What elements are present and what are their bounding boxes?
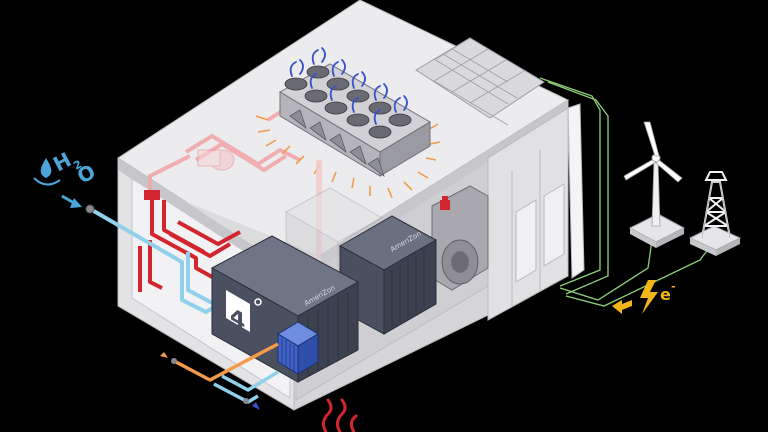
electric-flow-arrow-icon	[612, 300, 632, 314]
dry-cooler	[255, 47, 441, 199]
electron-charge: -	[671, 280, 676, 293]
lightning-icon	[640, 280, 658, 314]
electron-label: e	[660, 285, 671, 304]
logo-mark: 4	[230, 301, 245, 336]
flame-icon	[321, 398, 358, 432]
compute-unit-front: 4 AmeriZon	[210, 235, 360, 383]
plate-heat-exchanger	[277, 321, 319, 375]
oil-derrick-icon	[688, 171, 742, 256]
hot-valve	[144, 190, 160, 200]
power-lines	[539, 77, 713, 307]
water-flow-arrow-icon	[61, 194, 82, 208]
water-input: H 2 O	[33, 147, 99, 208]
warm-pipe-ends	[160, 352, 260, 410]
electricity-output: e -	[612, 280, 676, 314]
ghost-pump	[197, 149, 235, 171]
logo-degree-icon	[254, 298, 262, 306]
hot-pipes	[138, 196, 241, 292]
water-drop-icon	[40, 158, 52, 178]
wind-turbine-icon	[623, 121, 686, 248]
solar-panel-icon	[415, 37, 545, 126]
